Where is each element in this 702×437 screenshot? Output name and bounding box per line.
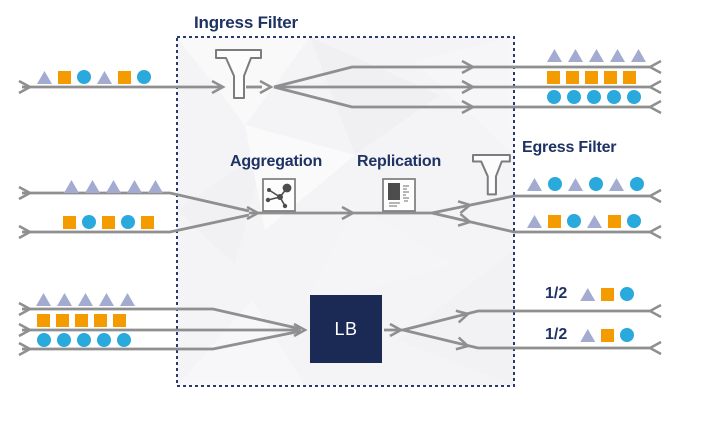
packet-triangle-icon [78,293,93,306]
aggregation-label: Aggregation [230,153,323,170]
packet-square-icon [37,314,50,327]
packet-row-aggregation-input-2 [63,215,154,229]
packet-circle-icon [97,333,111,347]
packet-triangle-icon [568,178,583,191]
packet-circle-icon [627,90,641,104]
lb-label: LB [334,318,358,339]
packet-triangle-icon [568,49,583,62]
aggregation-flow-lines [18,185,662,240]
ingress-filter-label: Ingress Filter [194,13,298,32]
packet-circle-icon [587,90,601,104]
packet-circle-icon [630,177,644,191]
packet-triangle-icon [37,71,52,84]
packet-square-icon [604,71,617,84]
packet-circle-icon [121,215,135,229]
packet-triangle-icon [57,293,72,306]
packet-row-egress-output-2 [527,214,641,228]
packet-circle-icon [547,90,561,104]
packet-triangle-icon [631,49,646,62]
packet-triangle-icon [527,178,542,191]
packet-triangle-icon [36,293,51,306]
packet-circle-icon [620,328,635,342]
packet-triangle-icon [85,180,100,193]
packet-square-icon [566,71,579,84]
packet-square-icon [75,314,88,327]
packet-triangle-icon [580,329,596,342]
packet-square-icon [601,329,615,342]
packet-row-ingress-output-2 [547,70,636,84]
packet-row-ingress-output-3 [547,90,641,104]
packet-square-icon [102,216,115,229]
packet-triangle-icon [120,293,135,306]
packet-square-icon [56,314,69,327]
packet-row-egress-output-1 [527,177,644,191]
packet-triangle-icon [64,180,79,193]
packet-triangle-icon [609,178,624,191]
packet-triangle-icon [587,215,602,228]
packet-square-icon [63,216,76,229]
packet-circle-icon [607,90,621,104]
ingress-flow-lines [18,59,662,115]
packet-circle-icon [589,177,603,191]
packet-circle-icon [567,214,581,228]
packet-triangle-icon [580,288,596,301]
packet-triangle-icon [527,215,542,228]
packet-triangle-icon [547,49,562,62]
packet-square-icon [118,71,131,84]
packet-row-ingress-input [37,70,151,84]
aggregation-icon [262,178,296,212]
packet-square-icon [113,314,126,327]
packet-triangle-icon [148,180,163,193]
packet-triangle-icon [589,49,604,62]
packet-row-lb-output-1: 1/2 [545,285,635,302]
packet-circle-icon [37,333,51,347]
packet-square-icon [547,71,560,84]
packet-circle-icon [57,333,71,347]
packet-square-icon [58,71,71,84]
packet-circle-icon [77,333,91,347]
packet-circle-icon [82,215,96,229]
ingress-funnel-icon [216,50,261,98]
packet-square-icon [601,288,615,301]
packet-circle-icon [548,177,562,191]
egress-filter-label: Egress Filter [522,139,617,156]
packet-circle-icon [627,214,641,228]
load-balancer-flow-lines [18,301,662,357]
lb-output-2-ratio-label: 1/2 [545,326,568,343]
packet-square-icon [585,71,598,84]
load-balancer-box [310,295,382,363]
packet-square-icon [548,215,561,228]
packet-row-lb-input-2 [37,313,126,327]
packet-circle-icon [77,70,91,84]
replication-icon [382,178,416,212]
packet-triangle-icon [610,49,625,62]
packet-triangle-icon [97,71,112,84]
packet-square-icon [608,215,621,228]
egress-funnel-icon [473,155,510,194]
packet-circle-icon [137,70,151,84]
packet-row-ingress-output-1 [547,48,646,62]
packet-square-icon [623,71,636,84]
packet-square-icon [94,314,107,327]
packet-circle-icon [620,287,635,301]
packet-row-aggregation-input-1 [64,179,163,193]
packet-circle-icon [117,333,131,347]
packet-row-lb-output-2: 1/2 [545,326,635,343]
packet-triangle-icon [106,180,121,193]
packet-square-icon [141,216,154,229]
replication-label: Replication [357,153,442,170]
packet-row-lb-input-1 [36,292,135,306]
lb-output-1-ratio-label: 1/2 [545,285,568,302]
packet-triangle-icon [99,293,114,306]
packet-triangle-icon [127,180,142,193]
packet-row-lb-input-3 [37,333,131,347]
packet-circle-icon [567,90,581,104]
